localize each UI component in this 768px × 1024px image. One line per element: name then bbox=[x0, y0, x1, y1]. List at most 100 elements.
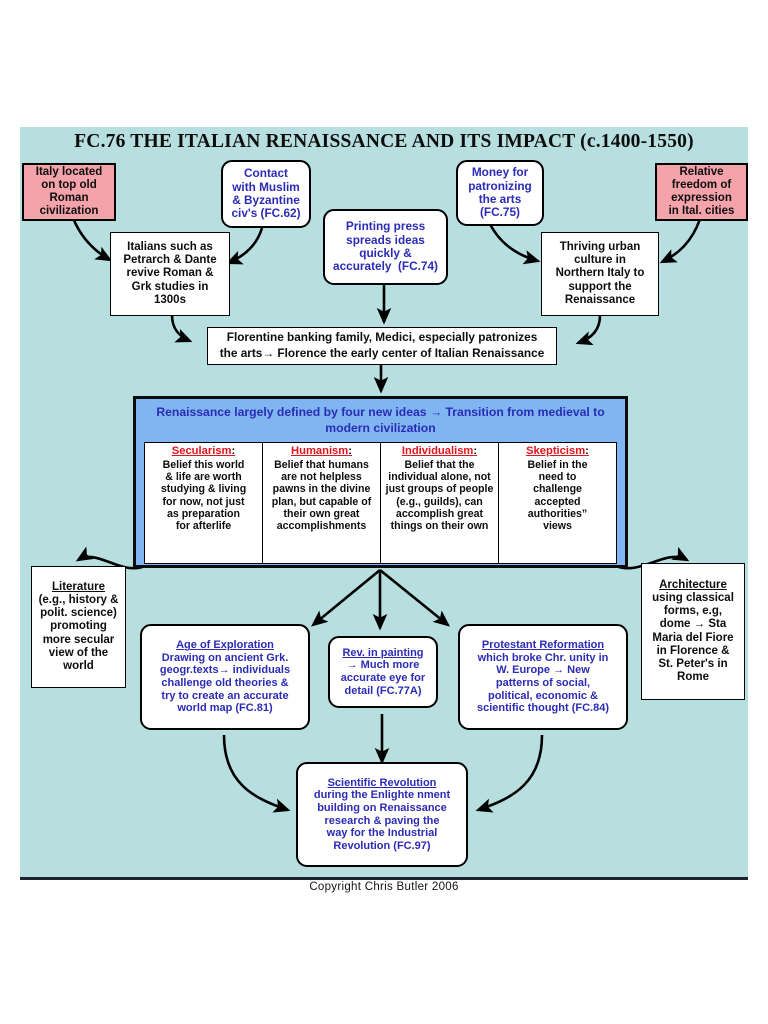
cause-italy-line-1: Italy located bbox=[35, 165, 103, 178]
science-title: Scientific Revolution bbox=[327, 776, 437, 789]
node-thriving-urban-culture: Thriving urban culture in Northern Italy… bbox=[541, 232, 659, 316]
panel-heading: Renaissance largely defined by four new … bbox=[144, 405, 617, 437]
secularism-line-2: & life are worth bbox=[165, 470, 242, 483]
cause-money-line-4: (FC.75) bbox=[480, 205, 520, 220]
reformation-line-5: scientific thought (FC.84) bbox=[477, 702, 609, 715]
italians-line-3: revive Roman & bbox=[126, 267, 214, 280]
cause-italy-location: Italy located on top old Roman civilizat… bbox=[22, 163, 116, 221]
individualism-line-1: Belief that the bbox=[404, 458, 475, 471]
cause-relative-freedom: Relative freedom of expression in Ital. … bbox=[655, 163, 748, 221]
exploration-title: Age of Exploration bbox=[176, 639, 274, 652]
cause-contact-line-3: & Byzantine bbox=[232, 193, 300, 207]
idea-humanism: Humanism: Belief that humans are not hel… bbox=[263, 442, 381, 563]
panel-four-new-ideas: Renaissance largely defined by four new … bbox=[133, 396, 628, 568]
architecture-title: Architecture bbox=[659, 579, 727, 592]
cause-freedom-line-1: Relative bbox=[679, 165, 724, 178]
cause-contact-muslim-byzantine: Contact with Muslim & Byzantine civ's (F… bbox=[221, 160, 311, 228]
copyright-notice: Copyright Chris Butler 2006 bbox=[309, 881, 459, 893]
effect-revolution-in-painting: Rev. in painting → Much more accurate ey… bbox=[328, 636, 438, 708]
painting-line-1: → Much more bbox=[346, 659, 420, 672]
medici-line-1: Florentine banking family, Medici, espec… bbox=[226, 330, 538, 345]
humanism-line-3: pawns in the divine bbox=[272, 483, 371, 496]
effect-protestant-reformation: Protestant Reformation which broke Chr. … bbox=[458, 624, 628, 730]
ideas-grid: Secularism: Belief this world & life are… bbox=[144, 441, 617, 564]
italians-line-4: Grk studies in bbox=[131, 280, 209, 293]
architecture-line-3: dome → Sta bbox=[659, 618, 727, 631]
cause-printing-line-4: accurately (FC.74) bbox=[333, 259, 438, 274]
cause-printing-line-3: quickly & bbox=[359, 246, 412, 260]
cause-contact-line-2: with Muslim bbox=[232, 179, 300, 194]
humanism-line-5: their own great bbox=[283, 507, 360, 520]
effect-age-of-exploration: Age of Exploration Drawing on ancient Gr… bbox=[140, 624, 310, 730]
cause-freedom-line-2: freedom of bbox=[671, 178, 732, 191]
individualism-line-6: things on their own bbox=[390, 520, 489, 533]
painting-title: Rev. in painting bbox=[342, 646, 424, 659]
literature-line-2: polit. science) bbox=[40, 607, 117, 620]
individualism-line-4: (e.g., guilds), can bbox=[396, 495, 483, 508]
architecture-line-1: using classical bbox=[652, 592, 734, 605]
science-line-4: way for the Industrial bbox=[326, 827, 438, 840]
painting-line-2: accurate eye for bbox=[340, 672, 426, 684]
literature-line-4: more secular bbox=[42, 633, 115, 646]
page-title: FC.76 THE ITALIAN RENAISSANCE AND ITS IM… bbox=[74, 131, 694, 152]
cause-contact-line-1: Contact bbox=[244, 166, 288, 181]
urban-line-2: culture in bbox=[574, 254, 626, 267]
exploration-line-3: challenge old theories & bbox=[161, 677, 289, 689]
architecture-line-4: Maria del Fiore bbox=[652, 631, 734, 644]
urban-line-5: Renaissance bbox=[564, 293, 636, 306]
idea-secularism-body: Belief this world & life are worth study… bbox=[147, 459, 260, 533]
footer-divider bbox=[20, 877, 748, 880]
literature-line-1: (e.g., history & bbox=[38, 594, 119, 607]
idea-humanism-body: Belief that humans are not helpless pawn… bbox=[265, 459, 378, 533]
panel-heading-line-1: Renaissance largely defined by four new … bbox=[156, 405, 443, 419]
science-line-2: building on Renaissance bbox=[317, 801, 447, 814]
architecture-line-5: in Florence & bbox=[656, 644, 730, 657]
secularism-line-3: studying & living bbox=[160, 483, 247, 496]
exploration-line-2: geogr.texts→ individuals bbox=[159, 664, 291, 677]
architecture-line-6: St. Peter's in bbox=[658, 657, 728, 670]
humanism-line-4: plan, but capable of bbox=[271, 495, 372, 508]
exploration-line-5: world map (FC.81) bbox=[177, 702, 273, 715]
idea-skepticism-title: Skepticism: bbox=[526, 444, 589, 457]
individualism-line-3: just groups of people bbox=[385, 483, 494, 496]
reformation-line-1: which broke Chr. unity in bbox=[477, 651, 609, 664]
humanism-line-6: accomplishments bbox=[276, 520, 367, 533]
idea-skepticism: Skepticism: Belief in the need to challe… bbox=[499, 443, 616, 563]
urban-line-1: Thriving urban bbox=[559, 241, 641, 254]
individualism-line-5: accomplish great bbox=[395, 507, 484, 520]
cause-freedom-line-3: expression bbox=[671, 192, 732, 204]
cause-italy-line-2: on top old bbox=[41, 178, 97, 191]
panel-heading-line-2: Transition from medieval to modern civil… bbox=[325, 405, 605, 435]
skepticism-line-2: need to bbox=[538, 470, 577, 483]
individualism-line-2: individual alone, not bbox=[388, 470, 491, 483]
italians-line-1: Italians such as bbox=[127, 241, 213, 254]
cause-printing-line-1: Printing press bbox=[345, 219, 426, 234]
node-italians-revive-studies: Italians such as Petrarch & Dante revive… bbox=[110, 232, 230, 316]
effect-scientific-revolution: Scientific Revolution during the Enlight… bbox=[296, 762, 468, 867]
idea-individualism-title: Individualism: bbox=[401, 444, 478, 457]
idea-secularism: Secularism: Belief this world & life are… bbox=[145, 442, 263, 563]
italians-line-2: Petrarch & Dante bbox=[123, 254, 217, 267]
urban-line-4: support the bbox=[568, 280, 632, 293]
cause-italy-line-3: Roman bbox=[49, 192, 89, 204]
science-line-3: research & paving the bbox=[324, 814, 440, 827]
idea-skepticism-body: Belief in the need to challenge accepted… bbox=[501, 459, 614, 533]
reformation-line-4: political, economic & bbox=[487, 689, 599, 702]
cause-printing-press: Printing press spreads ideas quickly & a… bbox=[323, 209, 448, 285]
science-line-5: Revolution (FC.97) bbox=[333, 839, 431, 852]
effect-literature: Literature (e.g., history & polit. scien… bbox=[31, 566, 126, 688]
cause-money-line-3: the arts bbox=[478, 192, 522, 206]
secularism-line-1: Belief this world bbox=[162, 458, 245, 471]
cause-money-line-1: Money for bbox=[471, 165, 529, 180]
idea-individualism: Individualism: Belief that the individua… bbox=[381, 442, 499, 563]
skepticism-line-3: challenge bbox=[533, 483, 582, 496]
cause-money-line-2: patronizing bbox=[468, 178, 532, 193]
exploration-line-1: Drawing on ancient Grk. bbox=[161, 651, 289, 664]
reformation-line-2: W. Europe → New bbox=[496, 664, 590, 677]
idea-individualism-body: Belief that the individual alone, not ju… bbox=[383, 459, 496, 533]
skepticism-line-6: views bbox=[543, 520, 572, 533]
literature-line-6: world bbox=[63, 659, 94, 672]
literature-line-3: promoting bbox=[50, 620, 107, 633]
cause-freedom-line-4: in Ital. cities bbox=[668, 205, 735, 218]
